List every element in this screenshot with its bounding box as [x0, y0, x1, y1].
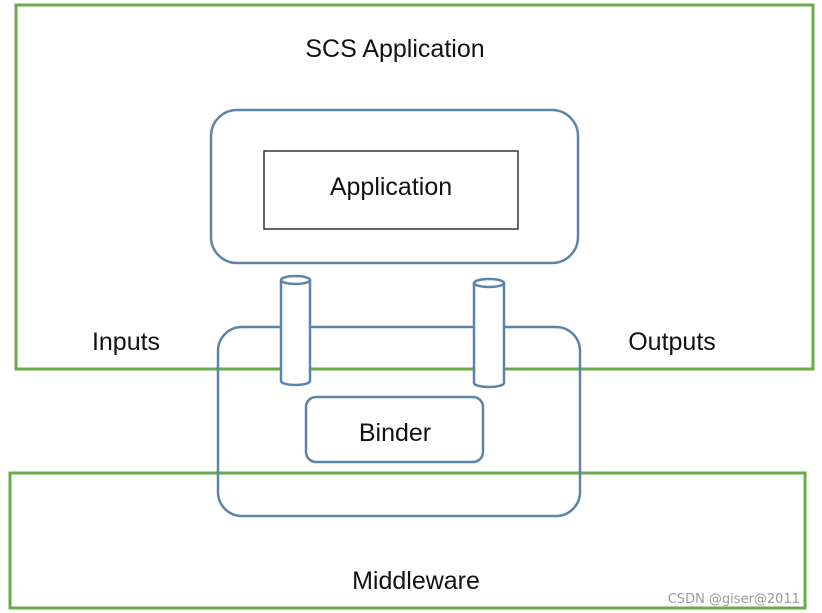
outputs-label: Outputs: [628, 328, 716, 356]
application-box: [263, 150, 519, 230]
csdn-watermark: CSDN @giser@2011: [668, 592, 800, 607]
binder-container: [216, 325, 582, 518]
input-channel-cylinder: [279, 274, 312, 387]
binder-box: [304, 395, 485, 464]
inputs-label: Inputs: [92, 328, 160, 356]
middleware-label: Middleware: [352, 567, 480, 595]
application-label: Application: [330, 173, 452, 201]
scs-application-title: SCS Application: [305, 35, 484, 63]
middleware-frame: [8, 471, 807, 610]
output-channel-cylinder: [472, 277, 506, 389]
scs-application-frame: [14, 3, 815, 371]
binder-label: Binder: [359, 419, 431, 447]
